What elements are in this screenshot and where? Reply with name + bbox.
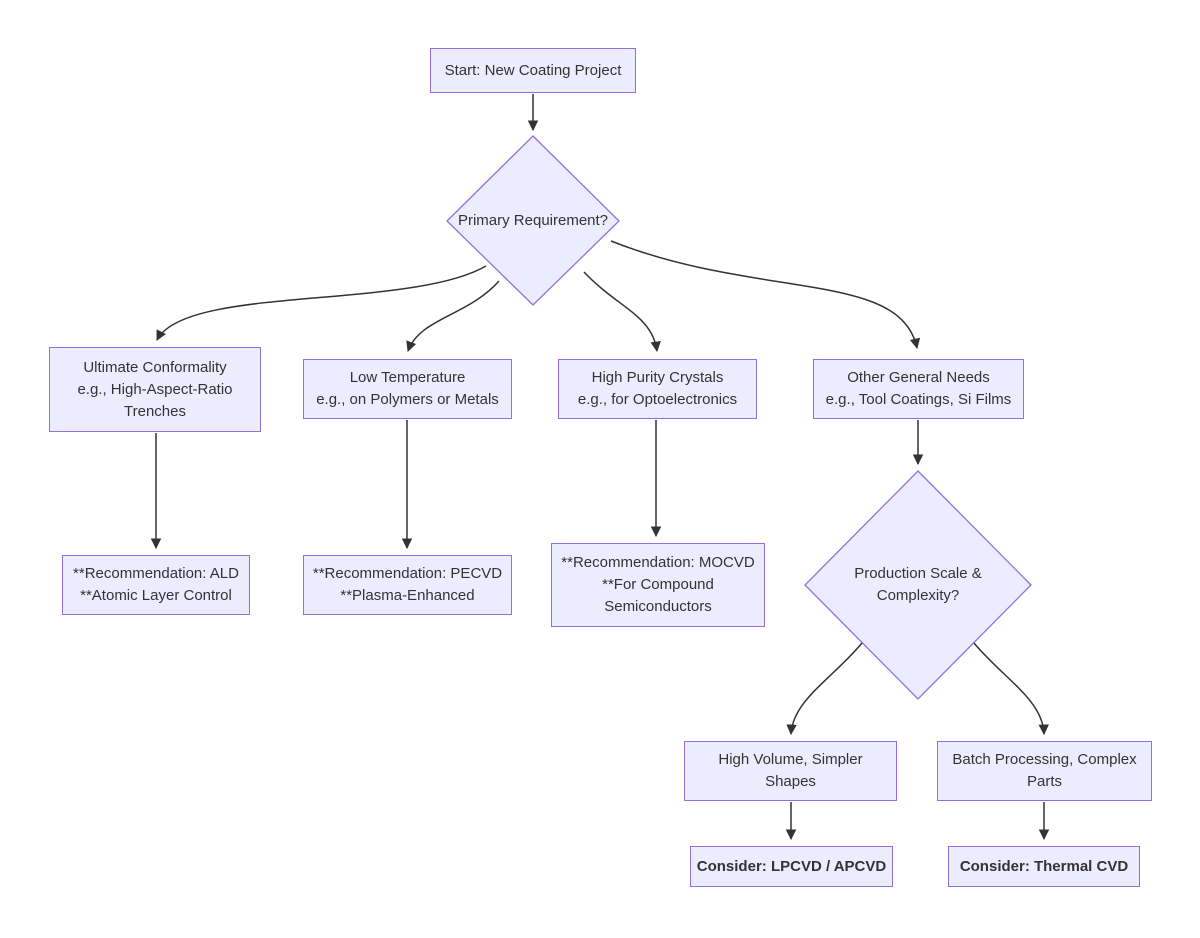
node-recommendation-ald-label: **Recommendation: ALD **Atomic Layer Con… xyxy=(73,565,239,604)
node-batch-processing-label: Batch Processing, Complex Parts xyxy=(952,751,1137,790)
edge-primary-to-other-needs xyxy=(610,240,921,350)
node-primary-requirement: Primary Requirement? xyxy=(443,199,623,243)
edge-primary-to-high-purity xyxy=(583,271,661,353)
node-start-label: Start: New Coating Project xyxy=(444,61,622,79)
node-low-temperature: Low Temperature e.g., on Polymers or Met… xyxy=(303,359,512,419)
node-conformality: Ultimate Conformality e.g., High-Aspect-… xyxy=(49,347,261,432)
edge-production-to-batch xyxy=(973,642,1049,736)
node-other-needs-label: Other General Needs e.g., Tool Coatings,… xyxy=(825,369,1012,408)
node-high-volume: High Volume, Simpler Shapes xyxy=(684,741,897,801)
decision-diamond-primary-requirement xyxy=(446,135,620,306)
node-low-temperature-label: Low Temperature e.g., on Polymers or Met… xyxy=(316,369,499,408)
node-consider-lpcvd-label: Consider: LPCVD / APCVD xyxy=(696,857,887,875)
node-consider-thermal: Consider: Thermal CVD xyxy=(948,846,1140,887)
node-production-scale-label: Production Scale & Complexity? xyxy=(854,565,982,604)
node-high-purity: High Purity Crystals e.g., for Optoelect… xyxy=(558,359,757,419)
node-primary-requirement-label: Primary Requirement? xyxy=(457,212,609,229)
node-recommendation-mocvd-label: **Recommendation: MOCVD **For Compound S… xyxy=(561,554,755,615)
node-recommendation-pecvd: **Recommendation: PECVD **Plasma-Enhance… xyxy=(303,555,512,615)
node-recommendation-mocvd: **Recommendation: MOCVD **For Compound S… xyxy=(551,543,765,627)
node-batch-processing: Batch Processing, Complex Parts xyxy=(937,741,1152,801)
node-recommendation-ald: **Recommendation: ALD **Atomic Layer Con… xyxy=(62,555,250,615)
node-other-needs: Other General Needs e.g., Tool Coatings,… xyxy=(813,359,1024,419)
node-production-scale: Production Scale & Complexity? xyxy=(828,551,1008,619)
node-conformality-label: Ultimate Conformality e.g., High-Aspect-… xyxy=(77,358,233,420)
node-high-volume-label: High Volume, Simpler Shapes xyxy=(718,751,863,790)
edge-primary-to-low-temperature xyxy=(406,280,500,352)
node-high-purity-label: High Purity Crystals e.g., for Optoelect… xyxy=(577,369,738,408)
decision-diamond-production-scale xyxy=(804,470,1032,700)
edge-production-to-high-volume xyxy=(786,642,863,736)
node-consider-thermal-label: Consider: Thermal CVD xyxy=(959,857,1129,875)
edge-primary-to-conformality xyxy=(156,265,487,341)
node-consider-lpcvd: Consider: LPCVD / APCVD xyxy=(690,846,893,887)
node-start: Start: New Coating Project xyxy=(430,48,636,93)
node-recommendation-pecvd-label: **Recommendation: PECVD **Plasma-Enhance… xyxy=(312,565,503,604)
